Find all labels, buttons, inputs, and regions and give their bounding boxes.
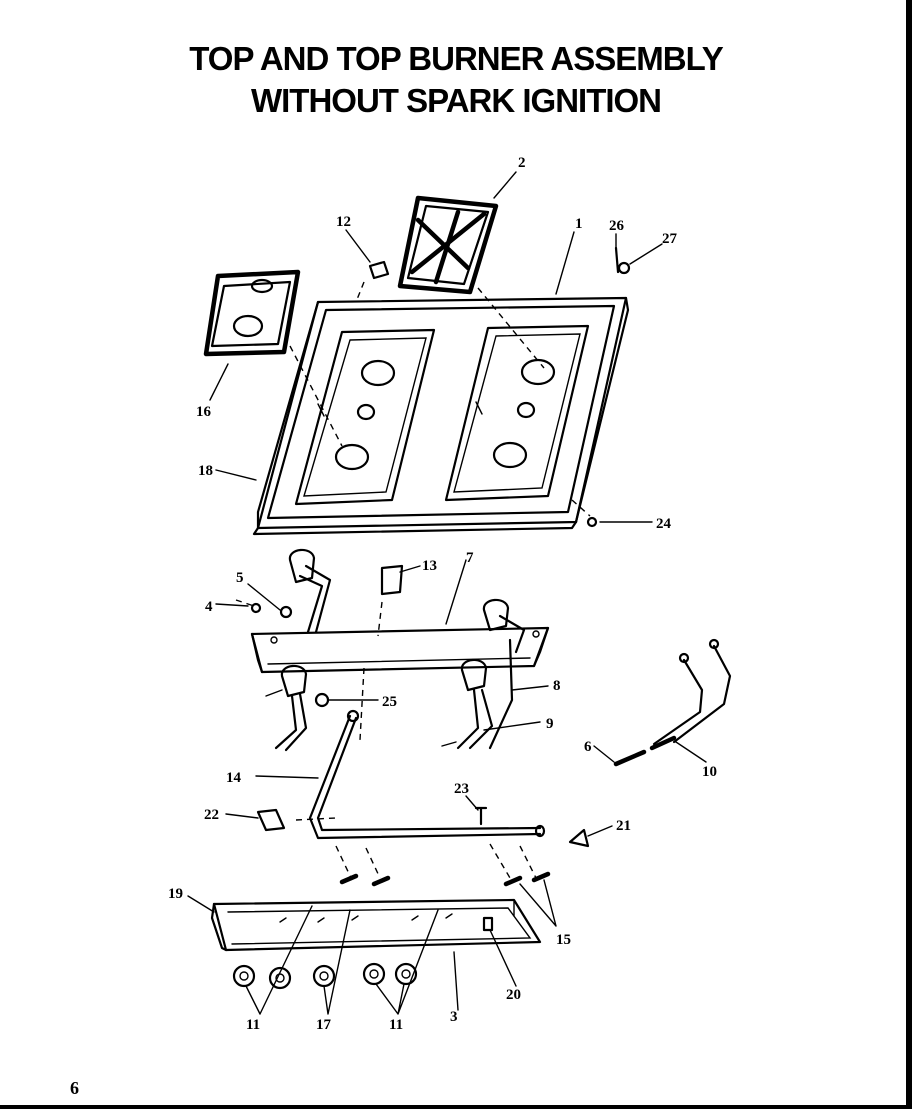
callout-22: 22 (204, 807, 219, 823)
manifold-clip (256, 808, 286, 832)
callout-24: 24 (656, 516, 672, 532)
page-number: 6 (70, 1078, 79, 1098)
diagram-title-line-2: WITHOUT SPARK IGNITION (250, 82, 662, 119)
drip-pan (203, 269, 301, 357)
callout-23: 23 (454, 781, 469, 797)
pilot-tubing (613, 638, 732, 767)
screw-small (250, 602, 262, 614)
diagram-title-line-1: TOP AND TOP BURNER ASSEMBLY (189, 40, 724, 77)
burner-support-bracket (250, 626, 550, 674)
control-knobs (232, 962, 418, 990)
callout-2: 2 (518, 155, 526, 171)
orifice-holder (380, 564, 404, 596)
orifice-nut (314, 692, 330, 708)
callout-11-right: 11 (389, 1017, 403, 1033)
assembly-guide-lines (235, 281, 591, 881)
cooktop-panel (252, 296, 630, 536)
burner-grate (397, 195, 499, 295)
nut-part (279, 605, 293, 619)
callout-14: 14 (226, 770, 242, 786)
burner-valves (339, 871, 551, 887)
screw-nut-set (614, 246, 631, 275)
callout-18: 18 (198, 463, 213, 479)
callout-8: 8 (553, 678, 561, 694)
control-panel (210, 898, 542, 952)
callout-4: 4 (205, 599, 213, 615)
callout-6: 6 (584, 739, 592, 755)
callout-19: 19 (168, 886, 183, 902)
callout-5: 5 (236, 570, 244, 586)
callout-17: 17 (316, 1017, 332, 1033)
callout-3: 3 (450, 1009, 458, 1025)
callout-10: 10 (702, 764, 717, 780)
manifold-screw (474, 806, 488, 826)
callout-1: 1 (575, 216, 583, 232)
callout-13: 13 (422, 558, 437, 574)
callout-21: 21 (616, 818, 631, 834)
callout-12: 12 (336, 214, 351, 230)
top-burners (265, 548, 526, 752)
callout-16: 16 (196, 404, 212, 420)
manifold-pipe (308, 709, 546, 840)
callout-9: 9 (546, 716, 554, 732)
leader-lines (187, 171, 707, 1015)
callout-11-left: 11 (246, 1017, 260, 1033)
callout-27: 27 (662, 231, 678, 247)
callout-26: 26 (609, 218, 625, 234)
screw-part (586, 516, 598, 528)
callout-15: 15 (556, 932, 571, 948)
callout-25: 25 (382, 694, 397, 710)
callout-7: 7 (466, 550, 474, 566)
clip-part (368, 260, 390, 280)
lock-clip (568, 828, 590, 848)
callout-20: 20 (506, 987, 521, 1003)
